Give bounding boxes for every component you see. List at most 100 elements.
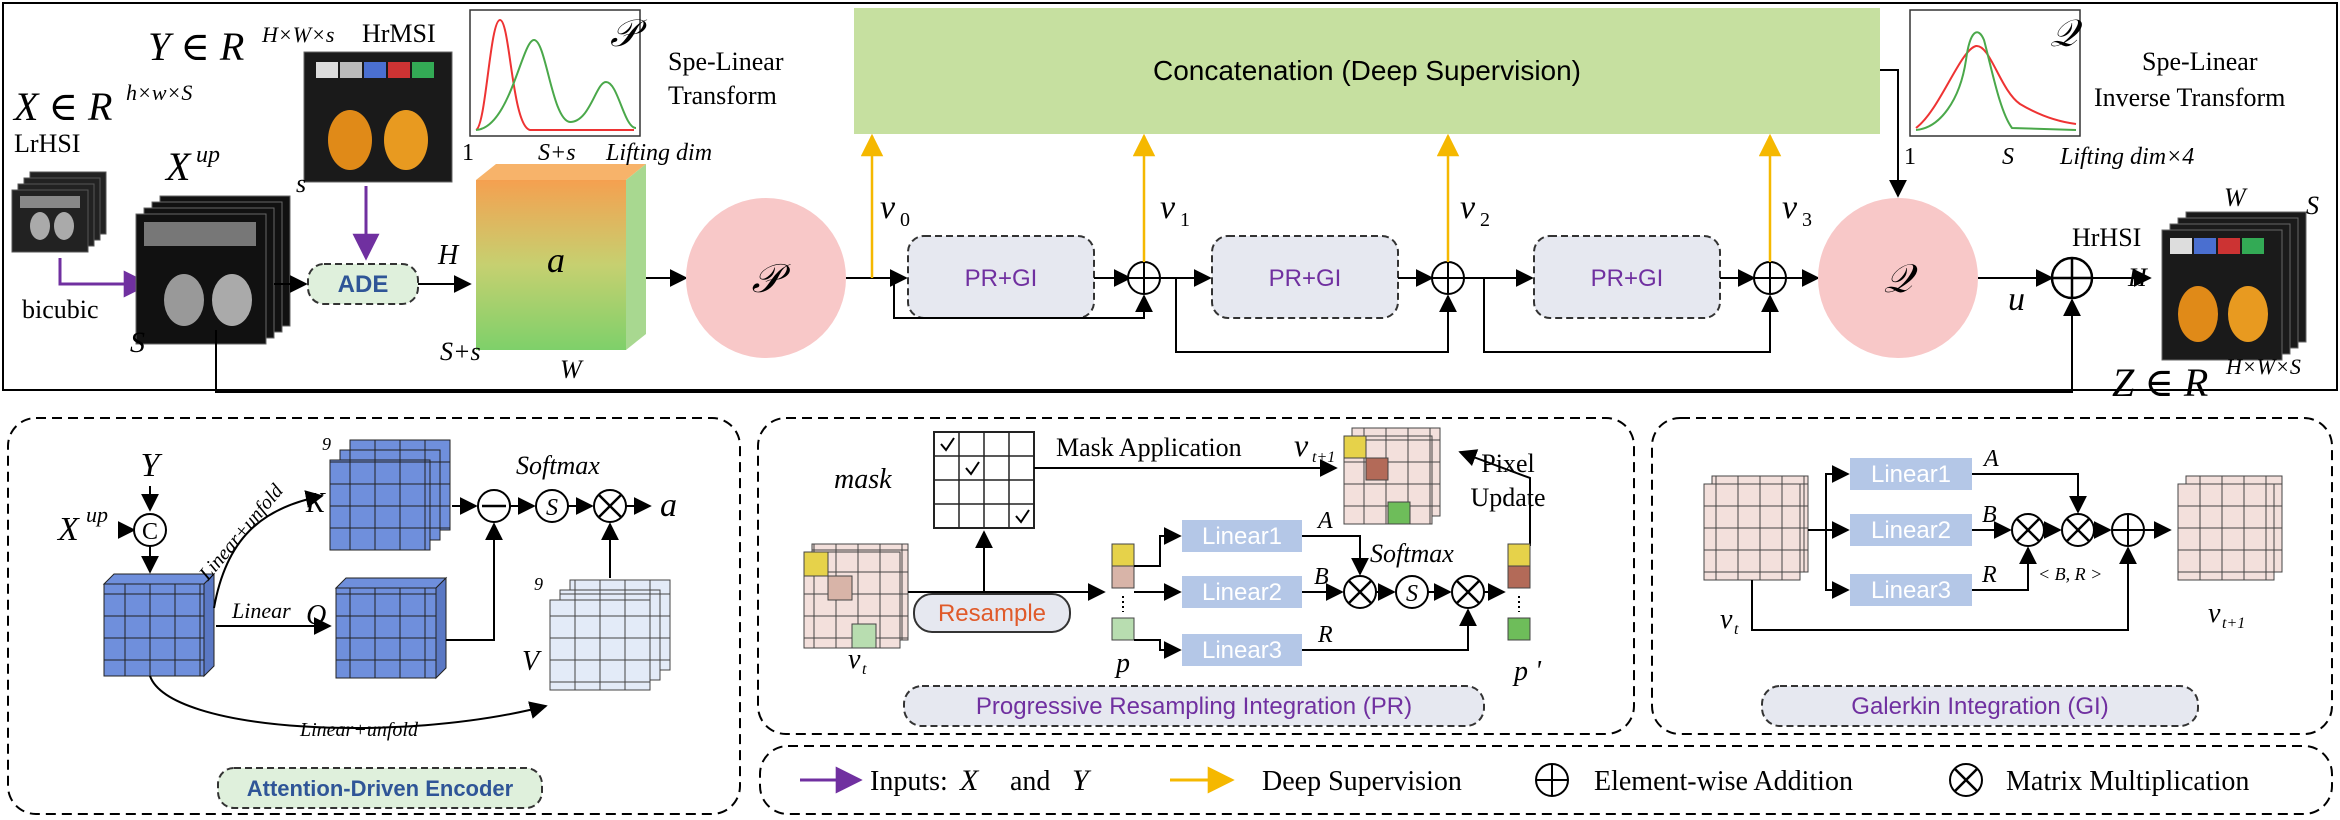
v3-label: v	[1782, 189, 1798, 226]
p-axis-1: 1	[462, 140, 474, 166]
legend-deep-supervision: Deep Supervision	[1262, 766, 1462, 797]
gi-vt-label: v	[1720, 604, 1733, 635]
pr-b-label: B	[1314, 564, 1329, 590]
q-axis-2: S	[2002, 144, 2014, 170]
pixel-update-arrow	[1458, 449, 1531, 546]
linear-label: Linear	[231, 598, 291, 623]
gi-linear2-block	[1850, 514, 1972, 546]
enc-a-label: a	[660, 487, 677, 524]
pr-vt-grid	[803, 543, 909, 649]
y-definition: Y ∈ R	[148, 24, 244, 69]
pr-a-label: A	[1316, 508, 1333, 534]
hrhsi-label: HrHSI	[2072, 223, 2141, 252]
legend-y: Y	[1072, 764, 1092, 797]
gi-b-label: B	[1982, 502, 1997, 528]
v2-label: v	[1460, 189, 1476, 226]
linear-unfold-k-arrow	[213, 490, 324, 609]
enc-softmax-label: Softmax	[516, 451, 600, 480]
mask-grid	[933, 431, 1035, 529]
pr-s-label: S	[1406, 581, 1418, 607]
gi-vt1-label: v	[2208, 598, 2221, 629]
encoder-panel	[7, 417, 741, 815]
pr-linear1-label: Linear1	[1202, 523, 1282, 550]
p-prime-column	[1507, 543, 1531, 641]
encoder-title-box	[217, 767, 543, 809]
spe-linear-label-1: Spe-Linear	[668, 47, 784, 76]
a-cube	[476, 164, 646, 350]
pr-linear3-block	[1182, 634, 1302, 666]
xup-label: X	[164, 144, 192, 189]
prgi-label-3: PR+GI	[1591, 265, 1664, 292]
gi-vt-sub: t	[1734, 621, 1739, 638]
hrhsi-image	[2161, 211, 2307, 361]
gi-vt1-grid	[2177, 475, 2283, 581]
legend-x: X	[959, 764, 980, 797]
pr-linear2-block	[1182, 576, 1302, 608]
enc-y-label: Y	[141, 447, 163, 484]
ade-label: ADE	[338, 271, 389, 298]
gi-panel	[1651, 417, 2333, 735]
q-spectrum-plot	[1909, 9, 2081, 137]
q-operator-circle	[1818, 198, 1978, 358]
skip-3	[1483, 278, 1779, 353]
pr-vt-label: v	[848, 644, 861, 675]
pr-linear3-label: Linear3	[1202, 637, 1282, 664]
p-plot-symbol: 𝒫	[610, 13, 648, 55]
skip-2	[1175, 278, 1457, 353]
concat-to-q-arrow	[1880, 69, 1907, 198]
mask-application-label: Mask Application	[1056, 433, 1242, 462]
enc-xup-sup: up	[86, 502, 108, 527]
linear-unfold-v-arrow	[149, 675, 548, 729]
top-panel-frame	[2, 2, 2338, 391]
gi-vt-grid	[1703, 475, 1809, 581]
linear-unfold-1-label: Linear+unfold	[194, 479, 288, 585]
spe-inv-label-2: Inverse Transform	[2094, 83, 2285, 112]
pr-vt1-grid	[1343, 427, 1441, 525]
mask-label: mask	[834, 464, 892, 495]
v0-sub: 0	[900, 209, 910, 231]
gi-a-label: A	[1982, 446, 1999, 472]
pr-r-label: R	[1317, 622, 1333, 648]
enc-xup-label: X	[56, 511, 80, 548]
gi-linear2-label: Linear2	[1871, 517, 1951, 544]
k-nine-label: 9	[322, 434, 331, 454]
gi-title: Galerkin Integration (GI)	[1851, 693, 2108, 720]
bicubic-arrow	[58, 258, 151, 298]
p-prime-label: p '	[1512, 656, 1542, 687]
p-column	[1111, 543, 1135, 641]
y-definition-sup: H×W×s	[261, 22, 334, 47]
a-label: a	[547, 240, 565, 280]
lrhsi-image	[11, 171, 107, 253]
skip-1	[893, 278, 1153, 319]
p-axis-2: S+s	[538, 140, 576, 166]
pr-panel	[757, 417, 1635, 735]
S-dim-label: S	[130, 326, 145, 359]
concat-c-label: C	[142, 519, 158, 545]
Ss-dim-label: S+s	[440, 337, 481, 366]
xup-image	[135, 195, 291, 345]
ade-block	[307, 263, 419, 305]
gi-linear3-block	[1850, 574, 1972, 606]
gi-linear1-block	[1850, 458, 1972, 490]
concatenation-label: Concatenation (Deep Supervision)	[1153, 55, 1581, 86]
spe-inv-label-1: Spe-Linear	[2142, 47, 2258, 76]
H-dim-label: H	[437, 240, 460, 271]
hrmsi-label: HrMSI	[362, 19, 436, 48]
legend-addition: Element-wise Addition	[1594, 766, 1853, 797]
update-label: Update	[1470, 483, 1545, 512]
out-S-label: S	[2306, 191, 2319, 220]
x-definition: X ∈ R	[12, 84, 112, 129]
k-label: K	[305, 488, 326, 519]
v0-label: v	[880, 189, 896, 226]
lrhsi-label: LrHSI	[14, 129, 80, 158]
prgi-label-1: PR+GI	[965, 265, 1038, 292]
pr-vt1-sub: t+1	[1312, 449, 1335, 466]
out-W-label: W	[2224, 183, 2248, 212]
encoder-title: Attention-Driven Encoder	[247, 776, 514, 801]
z-definition: Z ∈ R	[2112, 360, 2208, 405]
v-nine-label: 9	[534, 574, 543, 594]
v3-sub: 3	[1802, 209, 1812, 231]
v1-label: v	[1160, 189, 1176, 226]
k-cube	[329, 439, 451, 551]
